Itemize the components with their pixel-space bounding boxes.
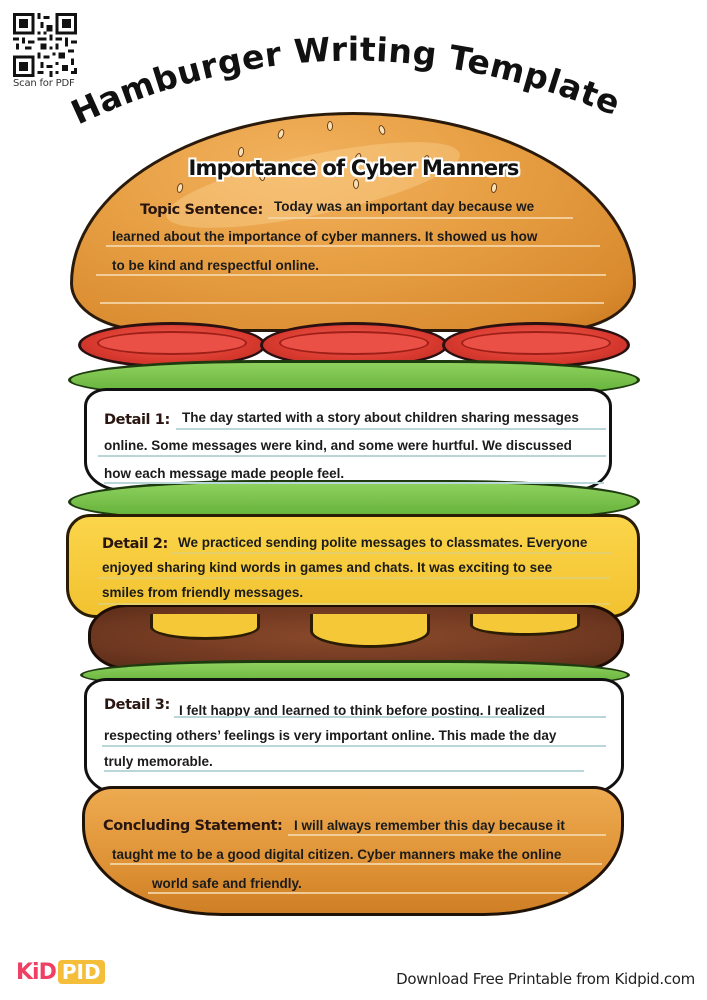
concluding-line-1[interactable]: I will always remember this day because … xyxy=(294,818,565,833)
detail-2-row: Detail 2: xyxy=(102,536,168,552)
detail-3-label: Detail 3: xyxy=(104,697,170,713)
detail-1-line-2[interactable]: online. Some messages were kind, and som… xyxy=(104,438,572,453)
topic-line-3[interactable]: to be kind and respectful online. xyxy=(112,258,320,273)
cheese-drip xyxy=(470,614,580,636)
topic-heading: Importance of Cyber Manners xyxy=(188,156,519,180)
onion-slice-1 xyxy=(84,388,612,492)
qr-label: Scan for PDF xyxy=(13,78,75,89)
detail-2-line-2[interactable]: enjoyed sharing kind words in games and … xyxy=(102,560,553,575)
concluding-label: Concluding Statement: xyxy=(103,818,283,834)
qr-code-icon[interactable] xyxy=(13,13,77,77)
top-bun xyxy=(70,112,636,332)
cheese-drip xyxy=(150,614,260,640)
detail-2-label: Detail 2: xyxy=(102,536,168,552)
detail-1-line-1[interactable]: The day started with a story about child… xyxy=(182,410,579,425)
detail-3-line-2[interactable]: respecting others’ feelings is very impo… xyxy=(104,728,557,743)
bottom-bun xyxy=(82,786,624,916)
logo-kid-text: KiD xyxy=(16,960,57,985)
concluding-line-3[interactable]: world safe and friendly. xyxy=(152,876,302,891)
detail-1-label: Detail 1: xyxy=(104,412,170,428)
detail-1-row: Detail 1: xyxy=(104,412,170,428)
detail-3-line-3[interactable]: truly memorable. xyxy=(104,754,213,769)
detail-3-row: Detail 3: xyxy=(104,697,170,713)
cheese-slice xyxy=(66,514,640,618)
download-link[interactable]: Download Free Printable from Kidpid.com xyxy=(396,970,695,988)
detail-3-line-1[interactable]: I felt happy and learned to think before… xyxy=(179,703,546,718)
onion-slice-2 xyxy=(84,678,624,796)
logo-pid-text: PID xyxy=(57,960,105,984)
topic-sentence-row: Topic Sentence: xyxy=(140,202,263,218)
detail-1-line-3[interactable]: how each message made people feel. xyxy=(104,466,345,481)
detail-2-line-1[interactable]: We practiced sending polite messages to … xyxy=(178,535,588,550)
concluding-row: Concluding Statement: xyxy=(103,818,283,834)
detail-2-line-3[interactable]: smiles from friendly messages. xyxy=(102,585,304,600)
topic-line-2[interactable]: learned about the importance of cyber ma… xyxy=(112,229,538,244)
topic-line-1[interactable]: Today was an important day because we xyxy=(274,199,535,214)
cheese-drip xyxy=(310,614,430,648)
topic-sentence-label: Topic Sentence: xyxy=(140,202,263,218)
concluding-line-2[interactable]: taught me to be a good digital citizen. … xyxy=(112,847,562,862)
